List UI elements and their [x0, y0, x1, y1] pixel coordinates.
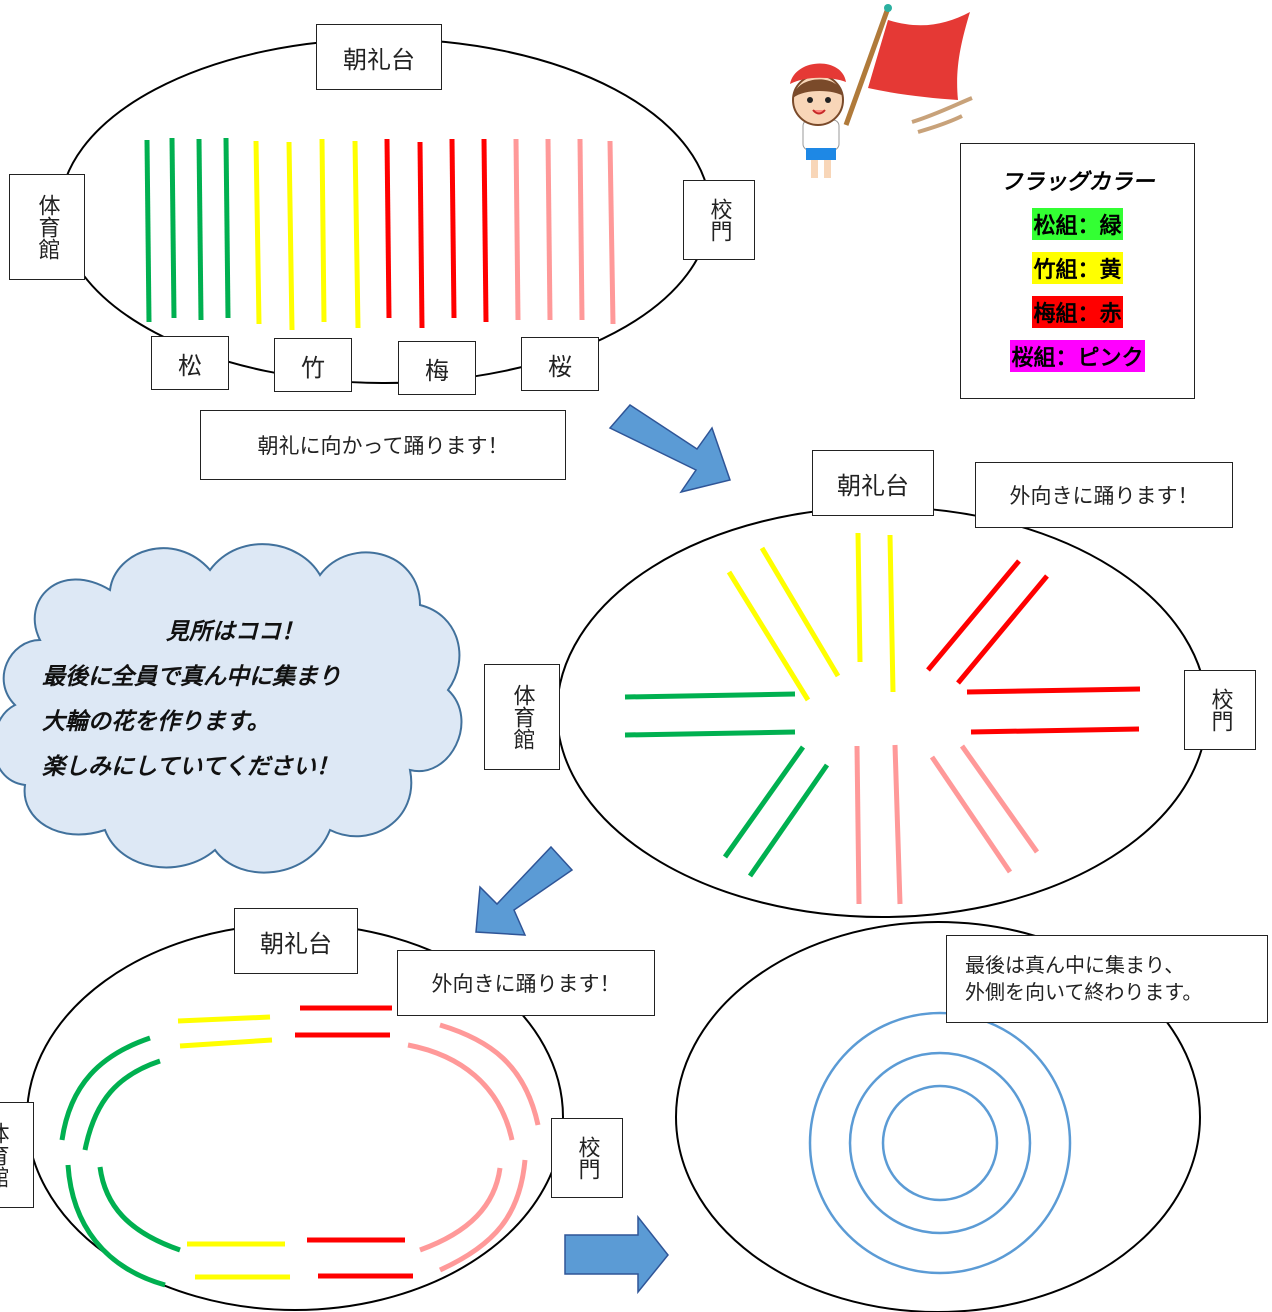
- label-chorei-3: 朝礼台: [234, 908, 358, 974]
- cloud-line: 楽しみにしていてください！: [42, 754, 339, 780]
- matsu-arc: [59, 1035, 151, 1141]
- note-step1: 朝礼に向かって踊ります！: [200, 410, 566, 480]
- take-line: [253, 140, 262, 325]
- arrow-icon: [608, 404, 731, 494]
- matsu-arc: [65, 1164, 166, 1288]
- sakura-line: [513, 138, 521, 321]
- matsu-line: [223, 137, 231, 319]
- arrow-icon: [475, 404, 731, 1295]
- label-chorei-2: 朝礼台: [812, 450, 934, 516]
- field-ellipse-2: [556, 506, 1208, 918]
- diagram1-lines: [144, 137, 616, 331]
- flag-pole: [843, 7, 891, 126]
- sakura-line: [607, 140, 616, 325]
- matsu-line: [196, 138, 204, 321]
- girl-eye: [825, 97, 831, 103]
- flag: [868, 12, 970, 100]
- label-komon-3: 校門: [551, 1118, 623, 1198]
- sakura-line: [545, 138, 553, 321]
- note-step3: 外向きに踊ります！: [397, 950, 655, 1016]
- take-line: [726, 570, 811, 702]
- sakura-arc: [419, 1167, 503, 1253]
- legend-item-ume: 梅組：赤: [1032, 296, 1123, 328]
- label-taiiku-1: 体育館: [9, 174, 85, 280]
- label-chorei-1: 朝礼台: [316, 24, 442, 90]
- sakura-line: [854, 745, 862, 905]
- matsu-arc: [97, 1166, 181, 1253]
- matsu-line: [747, 763, 830, 878]
- label-taiiku-2: 体育館: [484, 664, 560, 770]
- cloud-line: 最後に全員で真ん中に集まり: [42, 664, 341, 690]
- take-line: [759, 546, 841, 678]
- sakura-line: [929, 755, 1013, 874]
- girl-eye: [807, 97, 813, 103]
- take-line: [319, 138, 327, 323]
- matsu-arc: [82, 1058, 161, 1151]
- cloud-shape: [0, 543, 463, 874]
- flag-girl-illustration: [790, 4, 973, 178]
- sakura-arc: [439, 1022, 541, 1126]
- girl-mouth: [812, 109, 826, 115]
- ume-line: [417, 141, 425, 329]
- ume-line: [966, 686, 1141, 695]
- take-line: [286, 141, 295, 331]
- legend-item-take: 竹組：黄: [1032, 252, 1123, 284]
- ume-line: [481, 138, 489, 323]
- matsu-line: [144, 139, 152, 323]
- motion-lines: [911, 96, 973, 134]
- arrow-icon: [475, 845, 574, 936]
- ume-line: [926, 559, 1021, 672]
- label-ume: 梅: [398, 341, 476, 395]
- matsu-line: [722, 745, 806, 859]
- flag-pole-tip: [884, 4, 892, 12]
- take-line: [177, 1014, 271, 1024]
- label-komon-1: 校門: [683, 180, 755, 260]
- legend-item-matsu: 松組：緑: [1032, 208, 1123, 240]
- matsu-line: [624, 729, 796, 738]
- ume-line: [384, 138, 392, 319]
- take-line: [855, 532, 863, 663]
- label-matsu: 松: [151, 336, 229, 390]
- girl-leg: [811, 160, 818, 178]
- legend-title: フラッグカラー: [1000, 170, 1155, 195]
- flag-color-legend: フラッグカラー 松組：緑 竹組：黄 梅組：赤 桜組：ピンク: [960, 143, 1195, 399]
- label-sakura: 桜: [521, 337, 599, 391]
- ring-inner: [881, 1084, 999, 1202]
- sakura-arc: [407, 1042, 515, 1141]
- diagram4-rings: [808, 1011, 1072, 1275]
- girl-hat: [790, 63, 846, 84]
- label-take: 竹: [274, 338, 352, 392]
- label-taiiku-3: 体育館: [0, 1102, 34, 1208]
- sakura-line: [892, 744, 903, 905]
- cloud-line: 大輪の花を作ります。: [42, 709, 270, 735]
- note-step2: 外向きに踊ります！: [975, 462, 1233, 528]
- take-line: [887, 534, 896, 693]
- ring-outer: [808, 1011, 1072, 1275]
- cloud-message: 見所はココ！ 最後に全員で真ん中に集まり 大輪の花を作ります。 楽しみにしていて…: [20, 610, 450, 790]
- diagram2-lines: [624, 532, 1141, 905]
- girl-shorts: [806, 148, 836, 160]
- sakura-line: [577, 138, 585, 321]
- note-step4: 最後は真ん中に集まり、 外側を向いて終わります。: [946, 935, 1268, 1023]
- ring-middle: [848, 1051, 1032, 1235]
- take-line: [352, 140, 361, 329]
- cloud-line: 見所はココ！: [166, 619, 304, 645]
- sakura-line: [959, 744, 1040, 854]
- ume-line: [449, 138, 457, 319]
- label-komon-2: 校門: [1184, 670, 1256, 750]
- arrow-icon: [564, 1214, 669, 1295]
- diagram3-lines: [59, 643, 541, 1288]
- girl-hair: [793, 79, 843, 98]
- ume-line: [956, 574, 1049, 685]
- ume-line: [970, 726, 1140, 735]
- matsu-line: [624, 691, 796, 700]
- take-line: [179, 1037, 273, 1049]
- girl-leg: [824, 160, 831, 178]
- sakura-arc: [438, 1159, 528, 1273]
- legend-item-sakura: 桜組：ピンク: [1010, 340, 1145, 372]
- matsu-line: [169, 137, 177, 319]
